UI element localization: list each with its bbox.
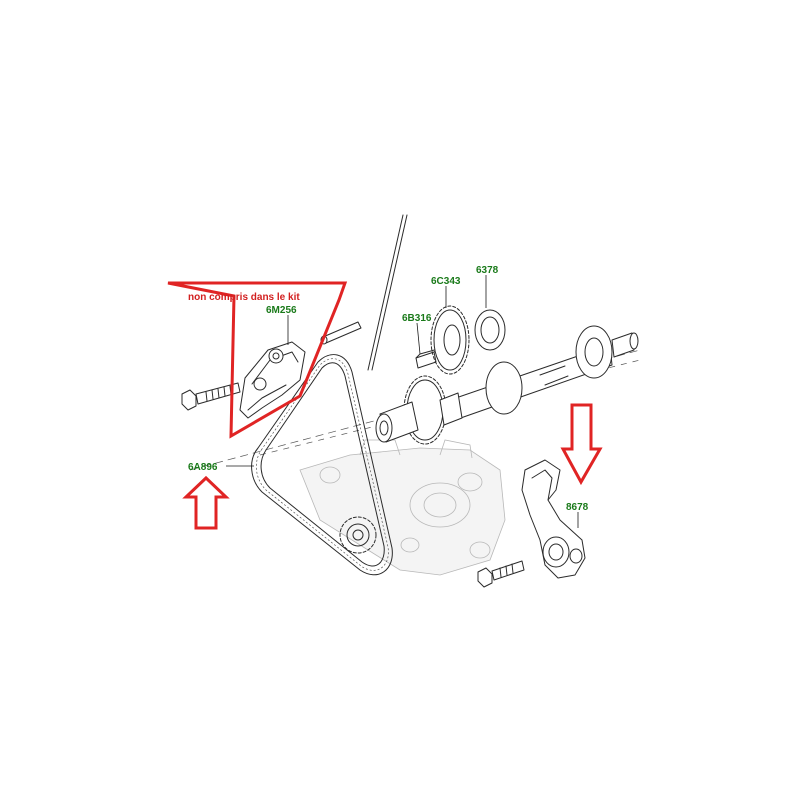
bolt-left bbox=[181, 382, 241, 411]
label-6b316: 6B316 bbox=[402, 313, 432, 324]
engine-block-ghost bbox=[299, 439, 506, 576]
drive-gear bbox=[375, 375, 463, 445]
label-6m256: 6M256 bbox=[266, 305, 297, 316]
label-6378: 6378 bbox=[476, 265, 499, 276]
label-6c343: 6C343 bbox=[431, 276, 461, 287]
guide-rod bbox=[367, 214, 408, 371]
label-8678: 8678 bbox=[566, 502, 589, 513]
thrust-washer-6378 bbox=[474, 309, 506, 351]
label-6a896: 6A896 bbox=[188, 462, 218, 473]
exclusion-outline bbox=[167, 281, 348, 439]
arrow-down-icon bbox=[560, 403, 603, 486]
not-included-note: non compris dans le kit bbox=[188, 292, 300, 303]
timing-belt bbox=[251, 354, 393, 576]
woodruff-key bbox=[415, 348, 439, 369]
arrow-up-icon bbox=[182, 475, 230, 530]
cam-sprocket-6c343 bbox=[430, 305, 470, 375]
tensioner-6m256 bbox=[239, 341, 306, 419]
leader-lines bbox=[226, 275, 579, 528]
crank-sprocket bbox=[339, 516, 377, 554]
idler-arm-8678 bbox=[521, 459, 586, 579]
bolt-right bbox=[477, 560, 525, 588]
